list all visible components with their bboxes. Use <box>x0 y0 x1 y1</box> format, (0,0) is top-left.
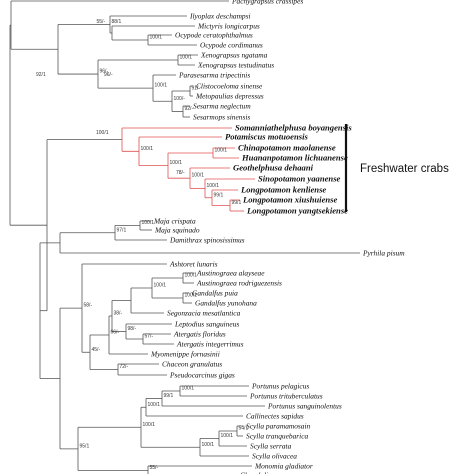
support-value: 38/- <box>114 311 123 317</box>
taxon-label: Xenograpsus ngatama <box>200 51 268 60</box>
taxon-label: Gandalfus puia <box>192 289 238 298</box>
taxon-label: Chaceon granulatus <box>162 360 222 369</box>
taxon-label: Longpotamon xiushuiense <box>242 195 338 205</box>
support-value: 100/1 <box>202 442 215 448</box>
taxon-label: Scylla olivacea <box>252 452 297 461</box>
taxon-label: Portunus pelagicus <box>251 382 309 391</box>
taxon-label: Maja squinado <box>154 226 200 235</box>
support-value: 100/1 <box>221 433 234 439</box>
taxon-label: Sesarmops sinensis <box>193 113 250 122</box>
support-value: 100/1 <box>150 35 163 41</box>
support-value: 97/1 <box>117 227 127 233</box>
support-value: 100/1 <box>141 146 154 152</box>
support-value: 54/1 <box>239 426 249 432</box>
taxon-label: Huananpotamon lichuanense <box>241 153 348 163</box>
taxon-label: Scylla serrata <box>250 442 292 451</box>
support-value: 100/1 <box>154 283 167 289</box>
support-value: 55/- <box>97 19 106 25</box>
support-value: 96/- <box>100 69 109 75</box>
support-value: 100/1 <box>185 273 198 279</box>
support-value: 98/- <box>128 326 137 332</box>
support-value: 100/- <box>174 96 186 102</box>
support-value: 100/1 <box>192 173 205 179</box>
support-value: 99/1 <box>214 192 224 198</box>
taxon-label: Ocypode cordimanus <box>200 41 263 50</box>
support-value: 100/1 <box>155 83 168 89</box>
taxon-label: Scylla tranquebarica <box>246 432 308 441</box>
support-value: 99/1 <box>164 393 174 399</box>
taxon-label: Damithrax spinosissimus <box>169 236 245 245</box>
taxon-label: Metopaulias depressus <box>195 92 264 101</box>
support-value: 58/- <box>84 303 93 309</box>
support-value: 45/- <box>92 347 101 353</box>
support-value: 88/1 <box>112 19 122 25</box>
taxon-label: Mictyris longicarpus <box>197 22 260 31</box>
support-value: 100/1 <box>207 183 220 189</box>
support-value: 92/1 <box>36 72 46 78</box>
support-value: 57/- <box>145 334 154 340</box>
taxon-label: Chinapotamon maolanense <box>238 143 336 153</box>
taxon-label: Gandalfus yunohana <box>195 299 257 308</box>
taxon-label: Callinectes sapidus <box>246 412 304 421</box>
taxon-label: Pachygrapsus crassipes <box>231 0 303 6</box>
taxon-label: Geothelphusa dehaani <box>233 163 314 173</box>
taxon-label: Longpotamon kenliense <box>240 185 326 195</box>
support-value: 100/1 <box>180 55 193 61</box>
support-value: 66/- <box>111 330 120 336</box>
support-value: 95/1 <box>80 443 90 449</box>
freshwater-clade-marker: Freshwater crabs <box>344 124 449 212</box>
taxon-label: Sesarma neglectum <box>193 102 251 111</box>
taxon-label: Pseudocarcinus gigas <box>169 371 235 380</box>
taxon-label: Longpotamon yangtsekiense <box>246 206 348 216</box>
taxon-label: Pyrhila pisum <box>362 249 405 258</box>
support-value: 96/- <box>104 72 113 78</box>
support-value: 72/- <box>120 364 129 370</box>
support-value: 100/1 <box>215 148 228 154</box>
taxon-label: Portunus sanguinolentus <box>267 402 342 411</box>
taxon-label: Atergatis integerrimus <box>176 340 244 349</box>
taxon-label: Leptodius sanguineus <box>174 320 239 329</box>
support-value: 92/- <box>185 106 194 112</box>
support-value: 100/1 <box>170 160 183 166</box>
support-value: 100/1 <box>96 130 109 136</box>
taxon-label: Potamiscus motuoensis <box>225 132 309 142</box>
taxon-label: Portunus trituberculatus <box>249 392 323 401</box>
taxon-label: Maja crispata <box>153 217 196 226</box>
support-value: 55/- <box>150 465 159 471</box>
support-value: 100/1 <box>142 220 155 226</box>
support-value: 100/1 <box>182 386 195 392</box>
taxon-label: Sinopotamon yaanense <box>258 174 341 184</box>
taxon-label: Austinograea rodriguezensis <box>196 279 282 288</box>
taxon-label: Ocypode ceratophthalmus <box>175 31 253 40</box>
taxon-label: Ilyoplax deschampsi <box>189 12 251 21</box>
taxon-label: Scylla paramamosain <box>246 422 311 431</box>
support-values: 100/1 88/1 55/- 100/1 91/- 92/- 100/- 100/1 96/-… <box>36 19 248 471</box>
taxon-label: Austinograea alayseae <box>196 269 265 278</box>
taxon-label: Segonzacia mesatlantica <box>167 309 241 318</box>
taxon-label: Somanniathelphusa boyangensis <box>235 123 352 133</box>
taxon-label: Myomenippe fornasinii <box>150 350 220 359</box>
freshwater-clade-label: Freshwater crabs <box>360 163 449 175</box>
taxon-label: Atergatis floridus <box>173 330 226 339</box>
support-value: 100/1 <box>143 422 156 428</box>
taxon-label: Charybdis <box>240 471 271 474</box>
taxon-label: Parasesarma tripectinis <box>178 71 250 80</box>
support-value: 100/1 <box>185 293 198 299</box>
support-value: 91/- <box>192 86 201 92</box>
taxon-label: Clistocoeloma sinense <box>196 82 263 91</box>
taxon-label: Ashtoret lunaris <box>169 260 218 269</box>
taxon-label: Xenograpsus testudinatus <box>197 61 274 70</box>
tree-branches <box>9 0 360 474</box>
support-value: 99/1 <box>232 200 242 206</box>
support-value: 100/1 <box>148 402 161 408</box>
support-value: 78/- <box>176 170 185 176</box>
taxon-label: Monomia gladiator <box>254 462 313 471</box>
